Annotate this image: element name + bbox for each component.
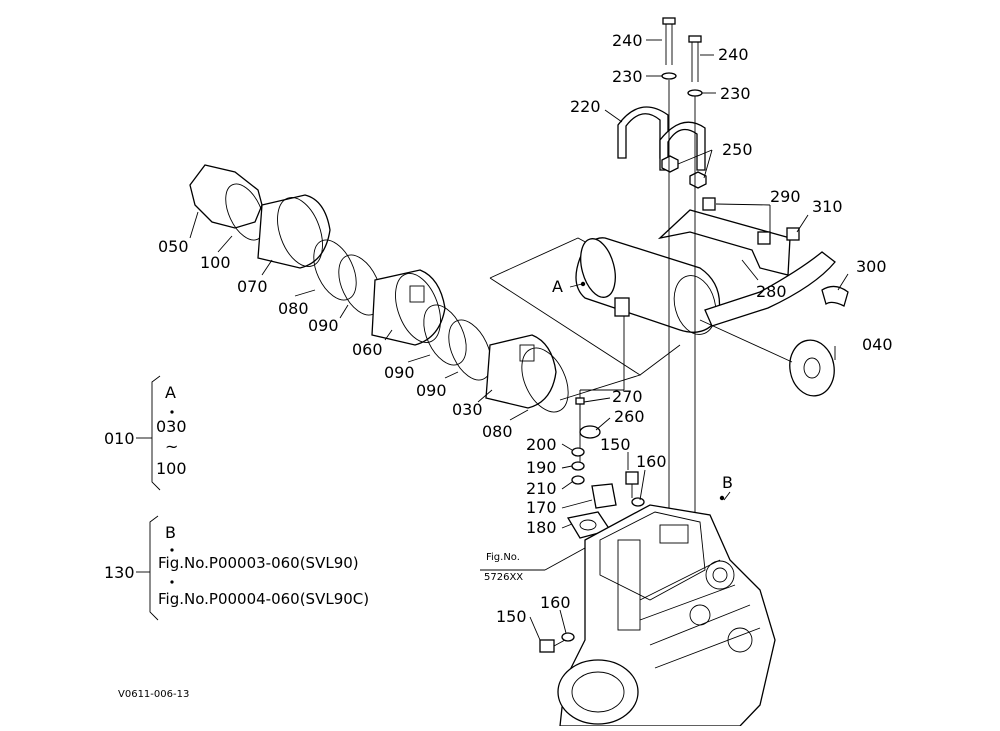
footer-code: V0611-006-13 [118, 689, 189, 700]
label-290: 290 [770, 187, 801, 206]
label-230b: 230 [720, 84, 751, 103]
group-010-line3: ~ [165, 437, 178, 456]
part-040-cap [789, 339, 835, 397]
label-270: 270 [612, 387, 643, 406]
label-280: 280 [756, 282, 787, 301]
bolts-group [702, 197, 800, 245]
label-040: 040 [862, 335, 893, 354]
part-070-shell [257, 194, 331, 269]
label-ref-a: A [552, 277, 563, 296]
group-010-line4: 100 [156, 459, 187, 478]
label-090b: 090 [384, 363, 415, 382]
part-220-u-bolts [617, 106, 706, 171]
part-100-gasket [225, 183, 265, 241]
part-080-ring [313, 239, 357, 301]
label-300: 300 [856, 257, 887, 276]
flange-parts [566, 397, 645, 539]
part-090-ring-c [448, 319, 492, 381]
part-300-clamp [821, 285, 849, 307]
label-220: 220 [570, 97, 601, 116]
assembly-group-130: 130 B Fig.No.P00003-060(SVL90) Fig.No.P0… [104, 515, 369, 621]
label-310: 310 [812, 197, 843, 216]
label-090a: 090 [308, 316, 339, 335]
muffler-assembly [575, 209, 849, 397]
label-090c: 090 [416, 381, 447, 400]
label-150b: 150 [496, 607, 527, 626]
label-030: 030 [452, 400, 483, 419]
group-130-id: 130 [104, 563, 135, 582]
label-250: 250 [722, 140, 753, 159]
label-070: 070 [237, 277, 268, 296]
engine-block [539, 504, 776, 727]
group-130-line2: Fig.No.P00003-060(SVL90) [158, 554, 359, 572]
fig-reference: Fig.No. 5726XX [484, 552, 523, 583]
label-210: 210 [526, 479, 557, 498]
label-240b: 240 [718, 45, 749, 64]
label-060: 060 [352, 340, 383, 359]
label-200: 200 [526, 435, 557, 454]
group-130-line3: Fig.No.P00004-060(SVL90C) [158, 590, 369, 608]
label-180: 180 [526, 518, 557, 537]
fig-ref-line1: Fig.No. [486, 552, 520, 563]
part-280-bracket [657, 209, 791, 276]
part-240-bolts [661, 17, 707, 189]
part-090-ring-b [423, 304, 467, 366]
label-080a: 080 [278, 299, 309, 318]
label-080b: 080 [482, 422, 513, 441]
label-160a: 160 [636, 452, 667, 471]
label-190: 190 [526, 458, 557, 477]
label-ref-b: B [722, 473, 733, 492]
fig-ref-line2: 5726XX [484, 572, 523, 583]
part-060-shell [371, 269, 446, 346]
muffler-parts-group [189, 164, 569, 413]
part-030-shell [485, 334, 557, 409]
label-050: 050 [158, 237, 189, 256]
label-160b: 160 [540, 593, 571, 612]
label-150a: 150 [600, 435, 631, 454]
group-010-id: 010 [104, 429, 135, 448]
assembly-group-010: 010 A 030 ~ 100 [104, 375, 187, 491]
leader-lines [189, 39, 849, 641]
label-240a: 240 [612, 31, 643, 50]
part-labels: 240 240 230 230 220 250 290 310 300 280 … [158, 31, 893, 626]
label-170: 170 [526, 498, 557, 517]
label-260: 260 [614, 407, 645, 426]
part-080-ring-b [521, 347, 569, 413]
label-100: 100 [200, 253, 231, 272]
group-010-line2: 030 [156, 417, 187, 436]
group-010-line1: A [165, 383, 176, 402]
group-130-line1: B [165, 523, 176, 542]
label-230a: 230 [612, 67, 643, 86]
